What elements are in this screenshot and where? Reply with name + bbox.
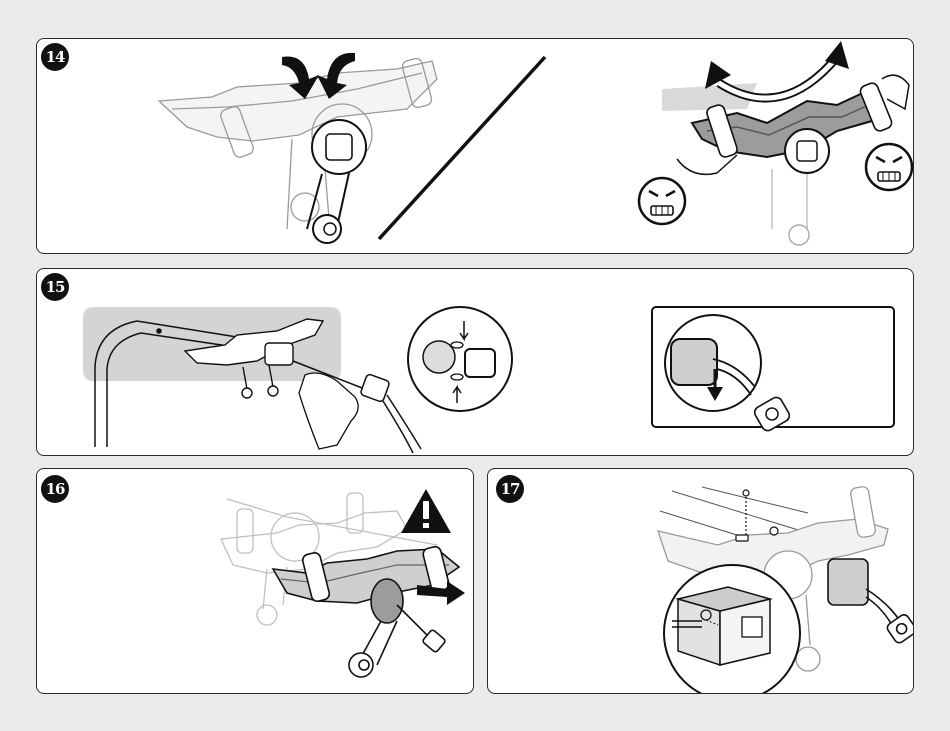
step-15-panel: 15: [36, 268, 914, 456]
carrier-assembly: [273, 545, 459, 677]
angry-face-icon: [866, 144, 912, 190]
step-number-badge: 17: [496, 475, 524, 503]
step-17-panel: 17: [487, 468, 914, 694]
step-14-illustration: [37, 39, 914, 254]
step-16-panel: 16: [36, 468, 474, 694]
lock-closeup-inset: [652, 307, 894, 433]
hand: [299, 373, 358, 449]
detail-magnifier: [664, 565, 800, 694]
screw-and-washer: [736, 490, 778, 541]
lock-detail-callout: [408, 307, 512, 411]
step-16-illustration: [37, 469, 474, 694]
carrier-assembly-ghost: [159, 57, 437, 229]
step-number-badge: 14: [41, 43, 69, 71]
twist-arrow-icon: [705, 41, 849, 98]
warning-triangle-icon: [401, 489, 451, 533]
clamp-knob: [307, 120, 366, 243]
angry-face-icon: [639, 178, 685, 224]
step-17-illustration: [488, 469, 914, 694]
step-number-badge: 16: [41, 475, 69, 503]
step-14-panel: 14: [36, 38, 914, 254]
step-15-illustration: [37, 269, 914, 456]
step-number-badge: 15: [41, 273, 69, 301]
lock-block: [828, 559, 914, 645]
